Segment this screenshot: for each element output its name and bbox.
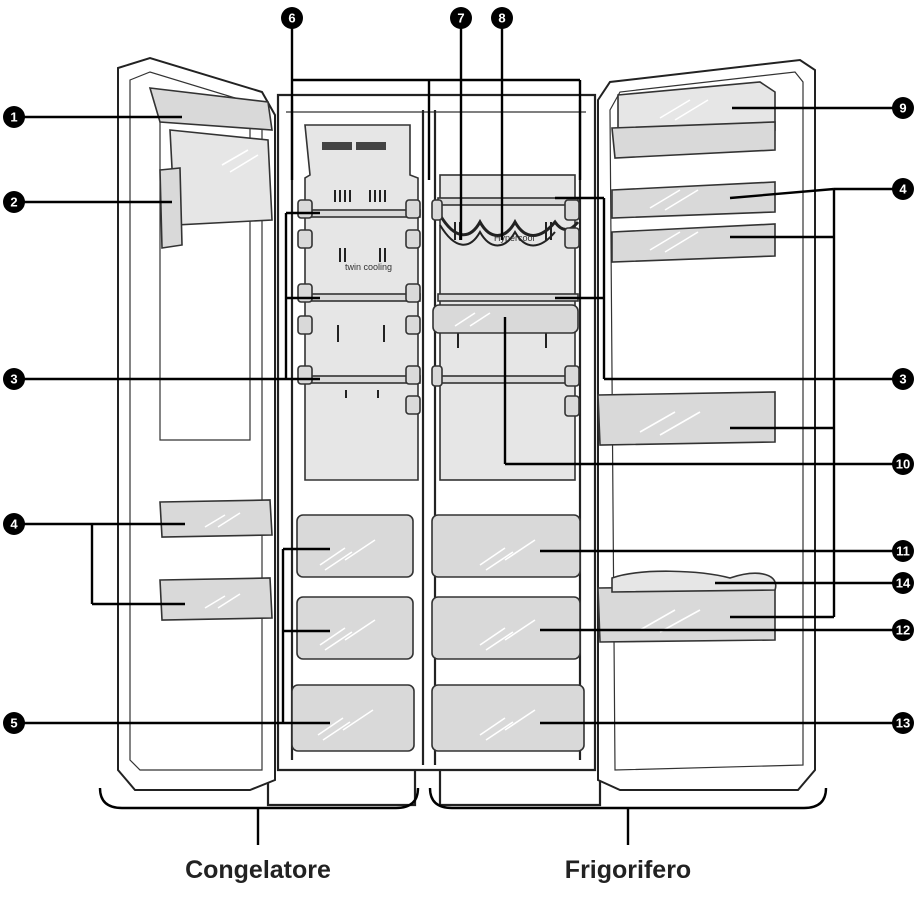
fridge-door-bin — [611, 223, 776, 263]
freezer-compartment: twin cooling — [291, 124, 421, 752]
dairy-shelf — [611, 121, 776, 159]
freezer-drawers — [291, 514, 415, 752]
wine-rack-lower — [439, 224, 556, 247]
callout-11: 11 — [892, 540, 914, 562]
freezer-drawer — [296, 596, 414, 660]
freezer-drawer — [291, 684, 415, 752]
leader-lines — [22, 28, 895, 845]
fridge-drawers — [431, 514, 585, 752]
fridge-panel-text: Hypercool — [494, 233, 535, 243]
svg-text:8: 8 — [498, 11, 505, 26]
callout-14: 14 — [892, 572, 914, 594]
fridge-compartment: Hypercool — [431, 174, 585, 752]
svg-text:4: 4 — [899, 182, 907, 197]
freezer-door — [117, 56, 276, 791]
callout-8: 8 — [491, 7, 513, 29]
wine-rack — [438, 214, 580, 237]
callout-12: 12 — [892, 619, 914, 641]
fridge-door-bin — [597, 391, 776, 446]
svg-text:1: 1 — [10, 110, 17, 125]
dispenser-chute — [159, 167, 183, 249]
callout-10: 10 — [892, 453, 914, 475]
freezer-panel-text: twin cooling — [345, 262, 392, 272]
fridge-drawer — [431, 514, 581, 578]
callout-badges: 1 2 3 3 4 4 5 6 7 8 9 10 11 14 12 13 — [3, 7, 914, 734]
freezer-vent — [356, 142, 386, 150]
svg-text:6: 6 — [288, 11, 295, 26]
fridge-door — [597, 58, 816, 791]
svg-text:3: 3 — [10, 372, 17, 387]
callout-3-right: 3 — [892, 368, 914, 390]
svg-text:10: 10 — [896, 457, 910, 472]
callout-7: 7 — [450, 7, 472, 29]
ice-bucket — [169, 129, 273, 226]
callout-4-left: 4 — [3, 513, 25, 535]
egg-tray — [611, 570, 777, 593]
freezer-door-bin — [159, 499, 273, 538]
fridge-shelf-clips — [431, 199, 580, 417]
freezer-door-bin — [159, 577, 273, 621]
callout-6: 6 — [281, 7, 303, 29]
freezer-vent — [322, 142, 352, 150]
callout-2: 2 — [3, 191, 25, 213]
svg-text:5: 5 — [10, 716, 17, 731]
svg-text:7: 7 — [457, 11, 464, 26]
fridge-drawer — [431, 684, 585, 752]
svg-text:2: 2 — [10, 195, 17, 210]
svg-text:13: 13 — [896, 716, 910, 731]
fridge-drawer — [431, 596, 581, 660]
freezer-vent-slots — [334, 190, 386, 398]
fridge-caption: Frigorifero — [565, 856, 691, 884]
callout-3-left: 3 — [3, 368, 25, 390]
dairy-compartment — [617, 81, 776, 131]
fridge-shelf — [437, 375, 579, 384]
callout-13: 13 — [892, 712, 914, 734]
svg-text:12: 12 — [896, 623, 910, 638]
callout-4-right: 4 — [892, 178, 914, 200]
callout-5: 5 — [3, 712, 25, 734]
svg-text:11: 11 — [896, 544, 910, 559]
svg-text:3: 3 — [899, 372, 906, 387]
freezer-caption: Congelatore — [185, 856, 331, 884]
svg-text:9: 9 — [899, 101, 906, 116]
callout-9: 9 — [892, 97, 914, 119]
freezer-back-panel — [304, 124, 419, 481]
fridge-door-bin — [611, 181, 776, 219]
callout-1: 1 — [3, 106, 25, 128]
svg-text:4: 4 — [10, 517, 18, 532]
svg-text:14: 14 — [896, 576, 911, 591]
fridge-door-bin — [597, 585, 776, 643]
ice-maker — [148, 87, 273, 131]
freezer-drawer — [296, 514, 414, 578]
